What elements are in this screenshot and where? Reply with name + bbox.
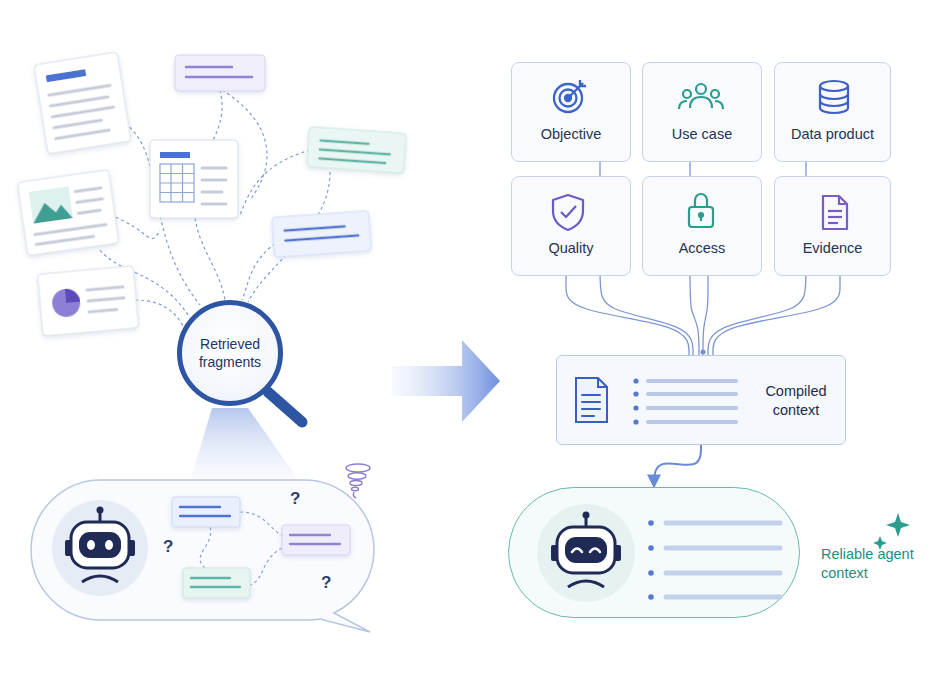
answer-bubble: Reliable agent context: [508, 487, 800, 618]
caption-label: Reliable agent context: [821, 545, 923, 583]
table-document: [150, 140, 238, 218]
magnifier-handle: [268, 392, 302, 422]
speech-bubble: [31, 480, 374, 632]
question-mark: ?: [321, 573, 331, 593]
people-icon: [679, 84, 723, 109]
target-icon: [554, 80, 586, 112]
magnifier-lens: Retrieved fragments: [177, 300, 283, 406]
merge-line: [566, 276, 689, 355]
node-label: Objective: [512, 126, 630, 142]
node-label: Compiled context: [753, 382, 839, 420]
document-icon: [34, 52, 131, 154]
node-label: Data product: [775, 126, 890, 142]
concept-box: Data product: [774, 62, 891, 162]
robot-backdrop: [537, 504, 635, 602]
merge-line: [703, 276, 708, 355]
image-document: [17, 170, 118, 256]
node-label: Evidence: [775, 240, 890, 256]
robot-icon: [65, 507, 135, 583]
confusion-swirl: [346, 464, 370, 498]
transition-arrow: [392, 340, 500, 422]
node-label: Retrieved fragments: [184, 335, 276, 371]
chart-document: [38, 266, 139, 336]
lock-icon: [689, 194, 713, 227]
node-label: Quality: [512, 240, 630, 256]
document-icon: [823, 196, 847, 229]
shield-icon: [553, 195, 583, 230]
flow-arrow: [654, 445, 701, 487]
fragment-card: [272, 211, 372, 258]
fragment-card: [175, 55, 265, 91]
compiled-box: Compiled context: [556, 355, 846, 445]
concept-box: Quality: [511, 176, 631, 276]
concept-box: Objective: [511, 62, 631, 162]
merge-line: [713, 276, 840, 355]
bullet-list: [648, 520, 780, 600]
database-icon: [820, 81, 848, 113]
node-label: Use case: [643, 126, 761, 142]
concept-box: Use case: [642, 62, 762, 162]
sparkle-icon: [873, 513, 910, 550]
light-cone: [190, 408, 300, 482]
question-mark: ?: [290, 489, 300, 509]
robot-icon: [551, 512, 621, 588]
fragment-card: [307, 127, 407, 174]
concept-box: Evidence: [774, 176, 891, 276]
node-label: Access: [643, 240, 761, 256]
concept-box: Access: [642, 176, 762, 276]
document-icon: [576, 378, 607, 422]
question-mark: ?: [163, 537, 173, 557]
bullet-list: [633, 378, 736, 424]
